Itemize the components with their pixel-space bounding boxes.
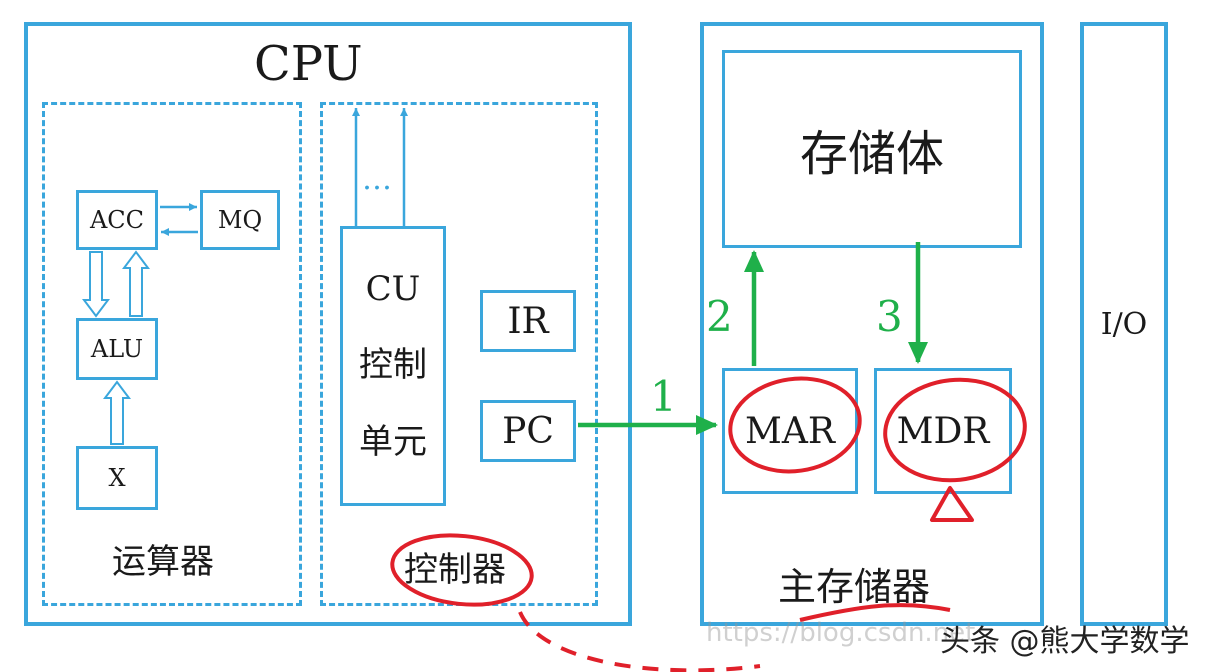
alu-group-label: 运算器 [112,542,214,582]
control-dots: … [362,162,392,197]
step-1-label: 1 [650,372,677,421]
mar-label: MAR [745,410,835,452]
mdr-triangle-annotation [930,486,974,522]
x-register: X [76,446,158,510]
credit-text: 头条 @熊大学数学 [940,624,1190,659]
step-3-label: 3 [876,292,903,341]
controller-circle-annotation [390,533,534,607]
mq-label: MQ [217,206,263,234]
control-group-label: 控制器 [404,550,506,590]
cu-label-line1: CU [365,269,421,309]
red-link-to-memory-annotation [799,603,951,622]
x-to-alu-arrow [103,380,131,445]
mdr-label: MDR [896,410,990,452]
watermark-url: https://blog.csdn.net [706,618,976,648]
pc-register: PC [480,400,576,462]
storage-body: 存储体 [722,50,1022,248]
mdr-circle-annotation [883,377,1027,483]
cu-label-line2: 控制 [359,345,427,385]
cu-label-line3: 单元 [359,422,427,462]
cu-unit: CU 控制 单元 [340,226,446,506]
mar-circle-annotation [728,376,862,474]
main-memory-box [700,22,1044,626]
alu-unit: ALU [76,318,158,380]
x-label: X [108,464,126,492]
storage-label: 存储体 [799,126,944,182]
io-box: I/O [1080,22,1168,626]
io-label: I/O [1100,306,1148,342]
ir-register: IR [480,290,576,352]
alu-label: ALU [90,335,144,363]
main-memory-label: 主存储器 [778,565,931,609]
pc-label: PC [502,410,554,452]
ir-label: IR [507,300,549,342]
alu-to-acc-arrow [122,250,150,317]
cpu-title: CPU [254,36,363,92]
alu-group-box [42,102,302,606]
cpu-box [24,22,632,626]
acc-to-alu-arrow [82,251,110,318]
acc-register: ACC [76,190,158,250]
step-2-label: 2 [706,292,733,341]
mdr-register: MDR [874,368,1012,494]
mq-register: MQ [200,190,280,250]
acc-label: ACC [89,206,145,234]
